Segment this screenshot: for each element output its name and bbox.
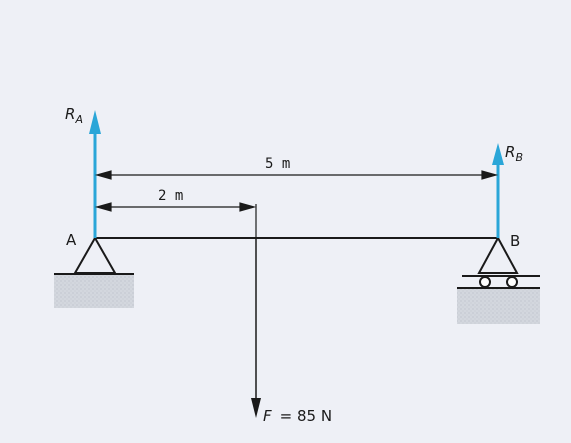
pin-support-a bbox=[54, 235, 134, 275]
reaction-arrow-a bbox=[89, 110, 101, 238]
reaction-b-label: RB bbox=[505, 143, 523, 164]
force-arrow bbox=[251, 238, 261, 418]
ground-left bbox=[54, 275, 134, 308]
load-dimension-label: 2 m bbox=[158, 188, 183, 204]
span-dimension-label: 5 m bbox=[265, 156, 290, 172]
span-dimension-line bbox=[94, 170, 499, 180]
force-label: F= 85 N bbox=[263, 407, 332, 425]
reaction-a-label: RA bbox=[65, 105, 83, 126]
reaction-arrow-b bbox=[492, 143, 504, 238]
point-a-label: A bbox=[66, 231, 77, 249]
roller-support-b bbox=[457, 235, 540, 289]
ground-right bbox=[457, 288, 540, 324]
point-b-label: B bbox=[510, 232, 520, 250]
load-dimension-line bbox=[94, 202, 257, 238]
